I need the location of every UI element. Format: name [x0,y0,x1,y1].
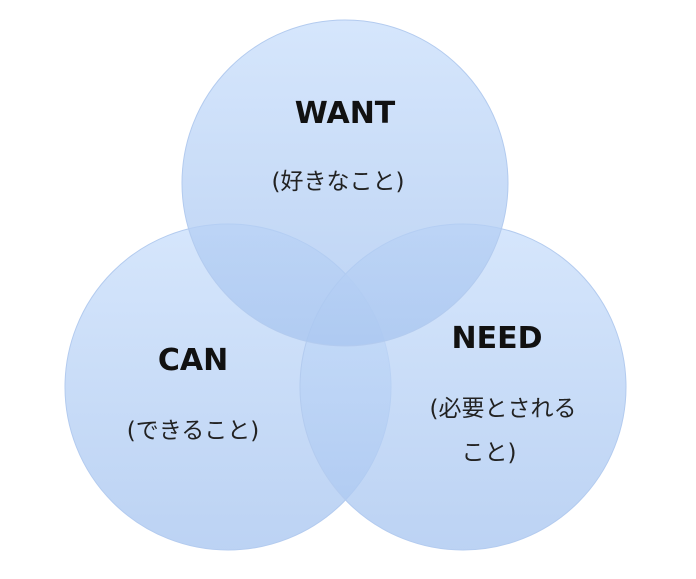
can-title: CAN [157,343,229,378]
want-title: WANT [294,96,396,131]
need-subtitle-line2: こと) [461,440,517,466]
can-subtitle: (できること) [126,418,260,444]
want-subtitle: (好きなこと) [271,169,405,195]
need-title: NEED [451,321,543,356]
need-subtitle-line1: (必要とされる [429,396,577,422]
want-circle [181,19,509,347]
